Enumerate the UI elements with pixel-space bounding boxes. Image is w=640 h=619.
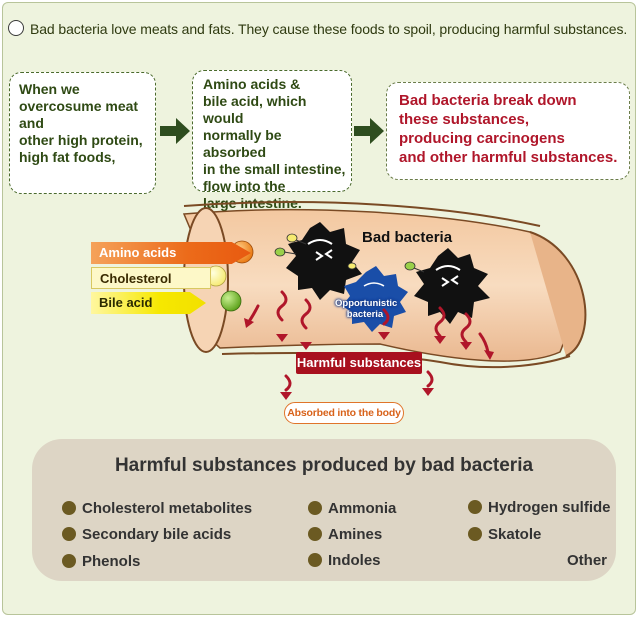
list-item: Secondary bile acids: [62, 526, 231, 543]
list-item: Cholesterol metabolites: [62, 500, 252, 517]
other-label: Other: [567, 552, 608, 569]
absorbed-label: Absorbed into the body: [284, 402, 404, 424]
opportunistic-bacteria-label: Opportunistic bacteria: [335, 298, 398, 320]
harmful-substances-label: Harmful substances: [296, 352, 422, 374]
input-cholesterol: Cholesterol: [91, 267, 211, 289]
bad-bacteria-1: [286, 222, 362, 300]
squiggle-arrowheads: [244, 318, 494, 360]
bullet-icon: [468, 500, 482, 514]
circle-bullet-icon: [8, 20, 24, 36]
bile-ball: [220, 290, 242, 312]
flow-step-2: Amino acids & bile acid, which would nor…: [192, 70, 352, 211]
bad-bacteria-2: [414, 248, 490, 324]
panel-title: Harmful substances produced by bad bacte…: [114, 455, 534, 476]
input-bile-acid: Bile acid: [91, 292, 206, 314]
list-item: Indoles: [308, 552, 381, 569]
list-item: Amines: [308, 526, 382, 543]
flow-step-1: When we overcosume meat and other high p…: [9, 72, 156, 194]
food-particles: [274, 233, 425, 273]
list-item: Ammonia: [308, 500, 396, 517]
opportunistic-bacteria: [342, 266, 408, 332]
bullet-icon: [62, 554, 76, 568]
bullet-icon: [308, 553, 322, 567]
list-item: Skatole: [468, 526, 541, 543]
bullet-icon: [62, 527, 76, 541]
harmful-substances-panel: [32, 439, 616, 581]
right-arrow-icon: [354, 118, 384, 144]
bullet-icon: [468, 527, 482, 541]
harmful-squiggles: [248, 290, 490, 354]
bullet-icon: [308, 501, 322, 515]
list-item: Phenols: [62, 553, 140, 570]
absorbed-squiggles: [284, 370, 434, 392]
intro-line: Bad bacteria love meats and fats. They c…: [8, 20, 638, 37]
bad-bacteria-label: Bad bacteria: [362, 229, 453, 246]
flow-step-3: Bad bacteria break down these substances…: [386, 82, 630, 180]
right-arrow-icon: [160, 118, 190, 144]
list-item: Hydrogen sulfide: [468, 499, 611, 516]
bullet-icon: [308, 527, 322, 541]
intro-text: Bad bacteria love meats and fats. They c…: [30, 21, 628, 37]
input-amino-acids: Amino acids: [91, 242, 251, 264]
bullet-icon: [62, 501, 76, 515]
